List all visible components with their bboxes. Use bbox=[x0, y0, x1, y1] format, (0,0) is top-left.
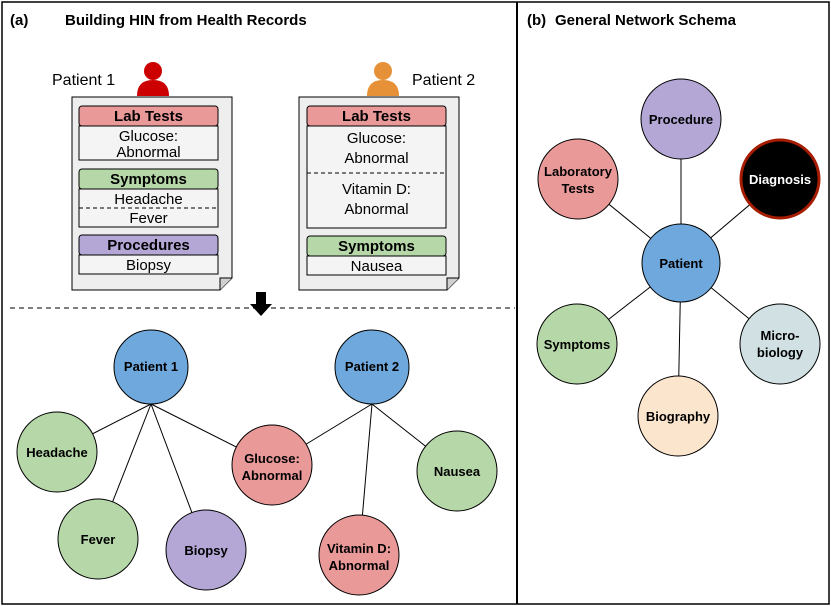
hin-node-patient1: Patient 1 bbox=[113, 329, 189, 405]
down-arrow-icon bbox=[250, 292, 272, 316]
patient2-lab-header: Lab Tests bbox=[342, 108, 411, 125]
patient1-symptom2: Fever bbox=[129, 210, 167, 227]
schema-node-lab-line1: Laboratory bbox=[544, 164, 613, 179]
schema-node-symptoms: Symptoms bbox=[536, 303, 618, 385]
schema-node-diagnosis: Diagnosis bbox=[739, 138, 821, 220]
schema-node-symptoms-label: Symptoms bbox=[544, 337, 610, 352]
patient1-lab-header: Lab Tests bbox=[114, 108, 183, 125]
hin-node-glucose-line2: Abnormal bbox=[242, 468, 303, 483]
patient1-symptom1: Headache bbox=[114, 191, 182, 208]
panel-a-tag: (a) bbox=[10, 12, 28, 29]
schema-node-diagnosis-label: Diagnosis bbox=[749, 172, 811, 187]
hin-node-fever-label: Fever bbox=[81, 532, 116, 547]
patient1-procedure1: Biopsy bbox=[126, 257, 172, 274]
patient2-symptom1: Nausea bbox=[351, 258, 403, 275]
patient2-lab2-line1: Vitamin D: bbox=[342, 181, 411, 198]
hin-node-glucose-line1: Glucose: bbox=[244, 451, 300, 466]
patient2-document-fold bbox=[446, 277, 459, 290]
patient2-symptoms-header: Symptoms bbox=[338, 238, 415, 255]
hin-node-vitd-line2: Abnormal bbox=[329, 558, 390, 573]
patient1-document-fold bbox=[219, 277, 232, 290]
hin-node-fever: Fever bbox=[57, 498, 139, 580]
hin-node-headache: Headache bbox=[16, 411, 98, 493]
patient1-procedures-header: Procedures bbox=[107, 237, 190, 254]
schema-node-lab: Laboratory Tests bbox=[537, 138, 619, 220]
patient1-symptoms-header: Symptoms bbox=[110, 171, 187, 188]
schema-node-biography: Biography bbox=[637, 375, 719, 457]
hin-node-patient1-label: Patient 1 bbox=[124, 359, 178, 374]
panel-a-title: Building HIN from Health Records bbox=[65, 12, 307, 29]
patient2-lab2-line2: Abnormal bbox=[344, 201, 408, 218]
patient1-lab-box bbox=[78, 125, 219, 161]
patient2-person-icon bbox=[367, 62, 399, 96]
schema-node-micro-line2: biology bbox=[757, 345, 804, 360]
patient2-record-label: Patient 2 bbox=[412, 72, 475, 89]
hin-node-glucose: Glucose: Abnormal bbox=[231, 424, 313, 506]
panel-b-tag: (b) bbox=[527, 12, 546, 29]
schema-node-procedure: Procedure bbox=[640, 78, 722, 160]
patient2-lab1-line1: Glucose: bbox=[347, 130, 406, 147]
schema-node-micro: Micro- biology bbox=[739, 303, 821, 385]
schema-node-procedure-label: Procedure bbox=[649, 112, 713, 127]
hin-node-patient2-label: Patient 2 bbox=[345, 359, 399, 374]
schema-node-lab-line2: Tests bbox=[562, 181, 595, 196]
patient1-lab-line1: Glucose: bbox=[119, 128, 178, 145]
patient1-record: Patient 1 Lab Tests Glucose: Abnormal Sy… bbox=[52, 62, 233, 291]
patient2-symptoms-box bbox=[306, 255, 447, 276]
hin-node-vitd-line1: Vitamin D: bbox=[327, 541, 391, 556]
patient1-record-label: Patient 1 bbox=[52, 72, 115, 89]
panel-b-title: General Network Schema bbox=[555, 12, 737, 29]
hin-node-vitd: Vitamin D: Abnormal bbox=[318, 514, 400, 596]
patient1-person-icon bbox=[137, 62, 169, 96]
hin-node-headache-label: Headache bbox=[26, 445, 87, 460]
hin-node-patient2: Patient 2 bbox=[334, 329, 410, 405]
patient1-lab-line2: Abnormal bbox=[116, 144, 180, 161]
schema-node-patient: Patient bbox=[641, 223, 721, 303]
hin-node-nausea-label: Nausea bbox=[434, 464, 481, 479]
hin-node-biopsy: Biopsy bbox=[165, 509, 247, 591]
patient1-procedures-box bbox=[78, 254, 219, 275]
patient2-lab-box bbox=[306, 125, 447, 229]
hin-node-biopsy-label: Biopsy bbox=[184, 543, 228, 558]
hin-node-nausea: Nausea bbox=[416, 430, 498, 512]
patient2-record: Patient 2 Lab Tests Glucose: Abnormal Vi… bbox=[298, 62, 475, 291]
schema-node-micro-line1: Micro- bbox=[761, 328, 800, 343]
schema-node-patient-label: Patient bbox=[659, 256, 703, 271]
patient2-lab1-line2: Abnormal bbox=[344, 150, 408, 167]
schema-node-biography-label: Biography bbox=[646, 409, 711, 424]
